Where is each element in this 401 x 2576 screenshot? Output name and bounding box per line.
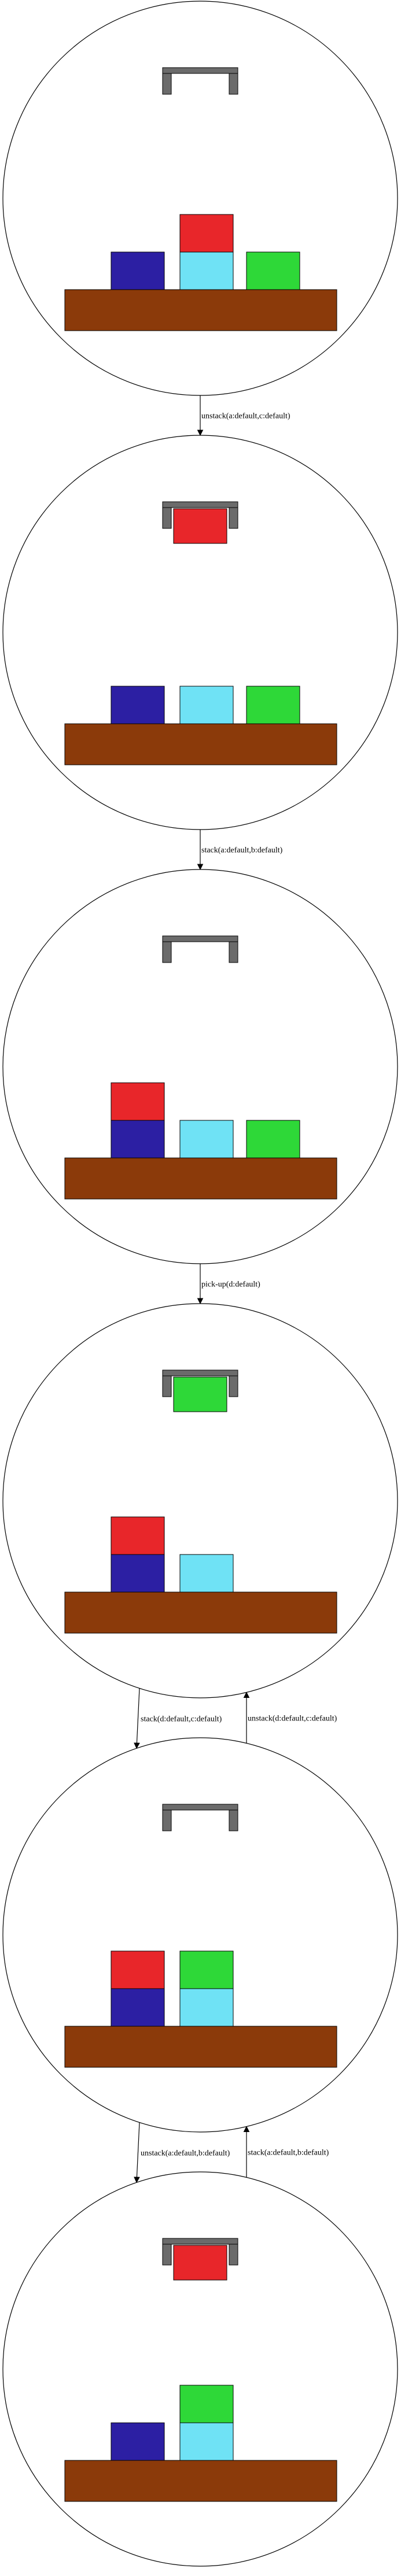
edge-label: stack(a:default,b:default) xyxy=(248,2149,329,2157)
state-node-s1 xyxy=(2,435,398,830)
edge-label: unstack(d:default,c:default) xyxy=(248,1715,337,1723)
block-b xyxy=(111,1554,165,1593)
state-node-s0 xyxy=(2,1,398,396)
table-surface xyxy=(64,2026,337,2068)
block-b xyxy=(111,2422,165,2461)
table-surface xyxy=(64,289,337,331)
edge-arrow xyxy=(134,1688,140,1749)
gripper-bar xyxy=(162,2238,238,2245)
state-circle xyxy=(2,2171,398,2567)
state-circle xyxy=(2,1737,398,2133)
edge-e3: stack(d:default,c:default) xyxy=(134,1688,222,1749)
table-surface xyxy=(64,1157,337,1200)
state-node-s2 xyxy=(2,869,398,1264)
held-block-d xyxy=(173,1376,227,1412)
edge-e6: stack(a:default,b:default) xyxy=(243,2126,329,2178)
state-node-s5 xyxy=(2,2171,398,2567)
gripper-bar xyxy=(162,1804,238,1811)
block-b xyxy=(111,686,165,724)
edge-e4: unstack(d:default,c:default) xyxy=(243,1692,337,1744)
block-c xyxy=(179,1120,234,1159)
edge-e2: pick-up(d:default) xyxy=(197,1264,260,1305)
block-d xyxy=(246,686,300,724)
state-circle xyxy=(2,435,398,830)
edge-arrow xyxy=(134,2122,140,2183)
block-d xyxy=(179,2385,234,2423)
gripper xyxy=(162,1370,238,1412)
block-b xyxy=(111,1988,165,2027)
block-c xyxy=(179,2422,234,2461)
state-node-s3 xyxy=(2,1303,398,1698)
gripper-bar xyxy=(162,1370,238,1376)
block-c xyxy=(179,251,234,290)
gripper-bar xyxy=(162,67,238,74)
edges-layer: unstack(a:default,c:default) stack(a:defa… xyxy=(134,395,337,2183)
table-surface xyxy=(64,2460,337,2502)
state-circle xyxy=(2,869,398,1264)
gripper xyxy=(162,935,238,963)
edge-label: unstack(a:default,c:default) xyxy=(201,412,290,421)
gripper xyxy=(162,501,238,544)
held-block-a xyxy=(173,2245,227,2281)
block-c xyxy=(179,1988,234,2027)
block-a xyxy=(179,214,234,253)
gripper xyxy=(162,2238,238,2281)
edge-label: stack(d:default,c:default) xyxy=(141,1715,222,1723)
edge-label: unstack(a:default,b:default) xyxy=(141,2149,230,2157)
block-b xyxy=(111,1120,165,1159)
table-surface xyxy=(64,1592,337,1634)
block-d xyxy=(179,1950,234,1989)
state-node-s4 xyxy=(2,1737,398,2133)
edge-e0: unstack(a:default,c:default) xyxy=(197,395,290,436)
block-d xyxy=(246,251,300,290)
state-circle xyxy=(2,1303,398,1698)
gripper-bar xyxy=(162,501,238,508)
block-c xyxy=(179,1554,234,1593)
held-block-a xyxy=(173,508,227,544)
edge-e1: stack(a:default,b:default) xyxy=(197,830,283,871)
edge-label: stack(a:default,b:default) xyxy=(201,846,283,855)
block-a xyxy=(111,1082,165,1121)
table-surface xyxy=(64,723,337,765)
gripper xyxy=(162,67,238,95)
edge-label: pick-up(d:default) xyxy=(201,1280,260,1289)
gripper-bar xyxy=(162,935,238,942)
block-a xyxy=(111,1950,165,1989)
block-a xyxy=(111,1516,165,1555)
edge-e5: unstack(a:default,b:default) xyxy=(134,2122,230,2183)
gripper xyxy=(162,1804,238,1831)
block-c xyxy=(179,686,234,724)
state-circle xyxy=(2,1,398,396)
block-d xyxy=(246,1120,300,1159)
block-b xyxy=(111,251,165,290)
